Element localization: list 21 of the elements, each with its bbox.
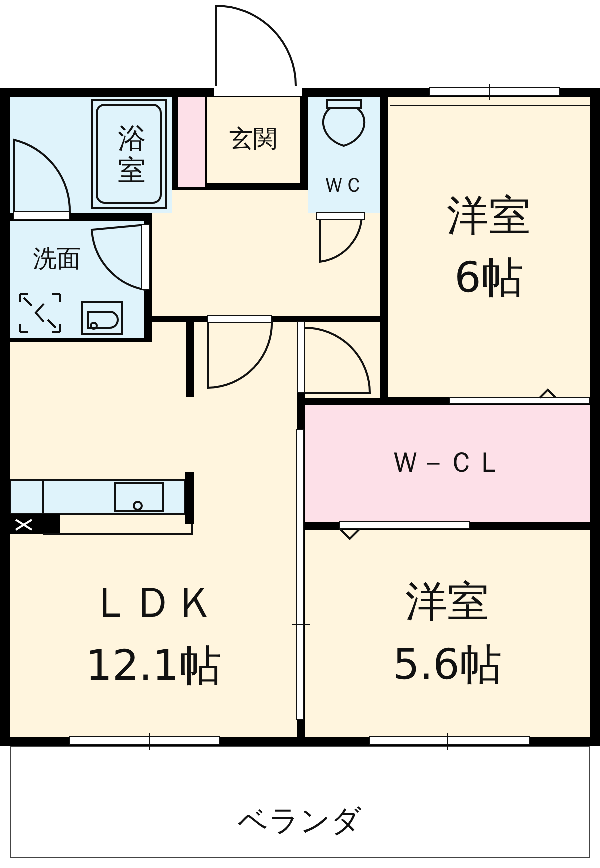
room-area [10, 221, 144, 338]
room-area [308, 97, 380, 213]
room-label: 玄関 [230, 126, 278, 154]
room-label: ＬＤＫ [90, 579, 216, 628]
room-label: 5.6帖 [393, 640, 502, 689]
room-label: ＷＣ [324, 174, 364, 196]
room-label: ベランダ [238, 804, 362, 840]
room-area [10, 97, 172, 213]
room-label: 6帖 [454, 254, 524, 302]
balcony-area [10, 746, 590, 858]
room-label: 浴室 [117, 122, 147, 188]
room-area [388, 97, 590, 397]
room-label: 洋室 [406, 578, 490, 626]
room-area [10, 342, 297, 737]
room-area [207, 97, 300, 183]
room-label: Ｗ－ＣＬ [392, 447, 504, 480]
room-label: 12.1帖 [86, 642, 222, 690]
room-area [305, 405, 590, 522]
room-area [305, 530, 590, 737]
room-label: 洋室 [447, 192, 531, 240]
room-label: 洗面 [33, 246, 81, 274]
